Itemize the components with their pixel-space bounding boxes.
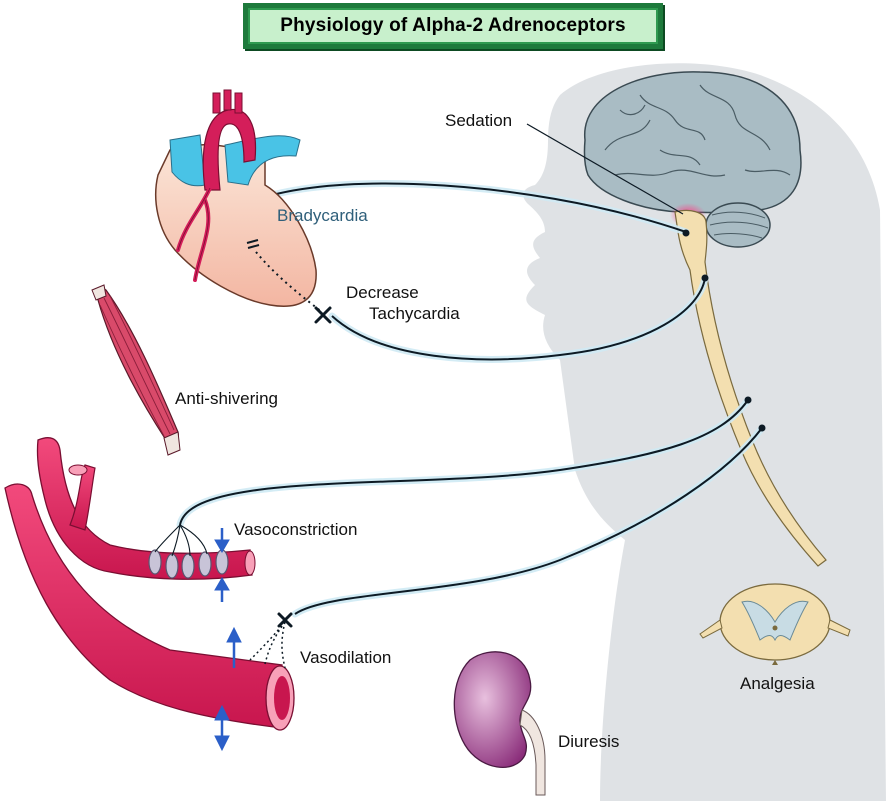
brain <box>583 71 802 214</box>
title-banner-inner: Physiology of Alpha-2 Adrenoceptors <box>248 8 658 44</box>
spinal-cord <box>674 209 827 567</box>
title-banner: Physiology of Alpha-2 Adrenoceptors <box>243 3 663 49</box>
label-sedation: Sedation <box>445 111 513 130</box>
heart <box>155 89 317 307</box>
diagram-title: Physiology of Alpha-2 Adrenoceptors <box>280 15 626 36</box>
spinal-cross-section <box>699 583 851 665</box>
kidney <box>453 651 546 796</box>
block-mark-heart <box>314 306 332 324</box>
constriction-arrows <box>214 528 230 602</box>
dilation-arrows <box>214 626 242 752</box>
brain-folds <box>604 84 791 177</box>
block-mark-vessel <box>277 612 293 628</box>
cerebellum <box>705 202 771 248</box>
sedation-pointer <box>526 123 684 215</box>
label-vasodilation: Vasodilation <box>300 648 392 667</box>
label-tachycardia: Tachycardia <box>369 304 460 323</box>
label-decrease: Decrease <box>346 283 419 302</box>
label-analgesia: Analgesia <box>740 674 815 693</box>
label-vasoconstriction: Vasoconstriction <box>234 520 358 539</box>
label-anti-shivering: Anti-shivering <box>175 389 278 408</box>
label-diuresis: Diuresis <box>558 732 620 751</box>
blocked-pathway-vessel <box>249 621 286 669</box>
muscle <box>91 284 181 456</box>
label-bradycardia: Bradycardia <box>277 206 368 225</box>
dilating-vessel <box>4 483 295 731</box>
nerve-origins <box>682 229 766 432</box>
constricting-vessel <box>36 437 256 580</box>
